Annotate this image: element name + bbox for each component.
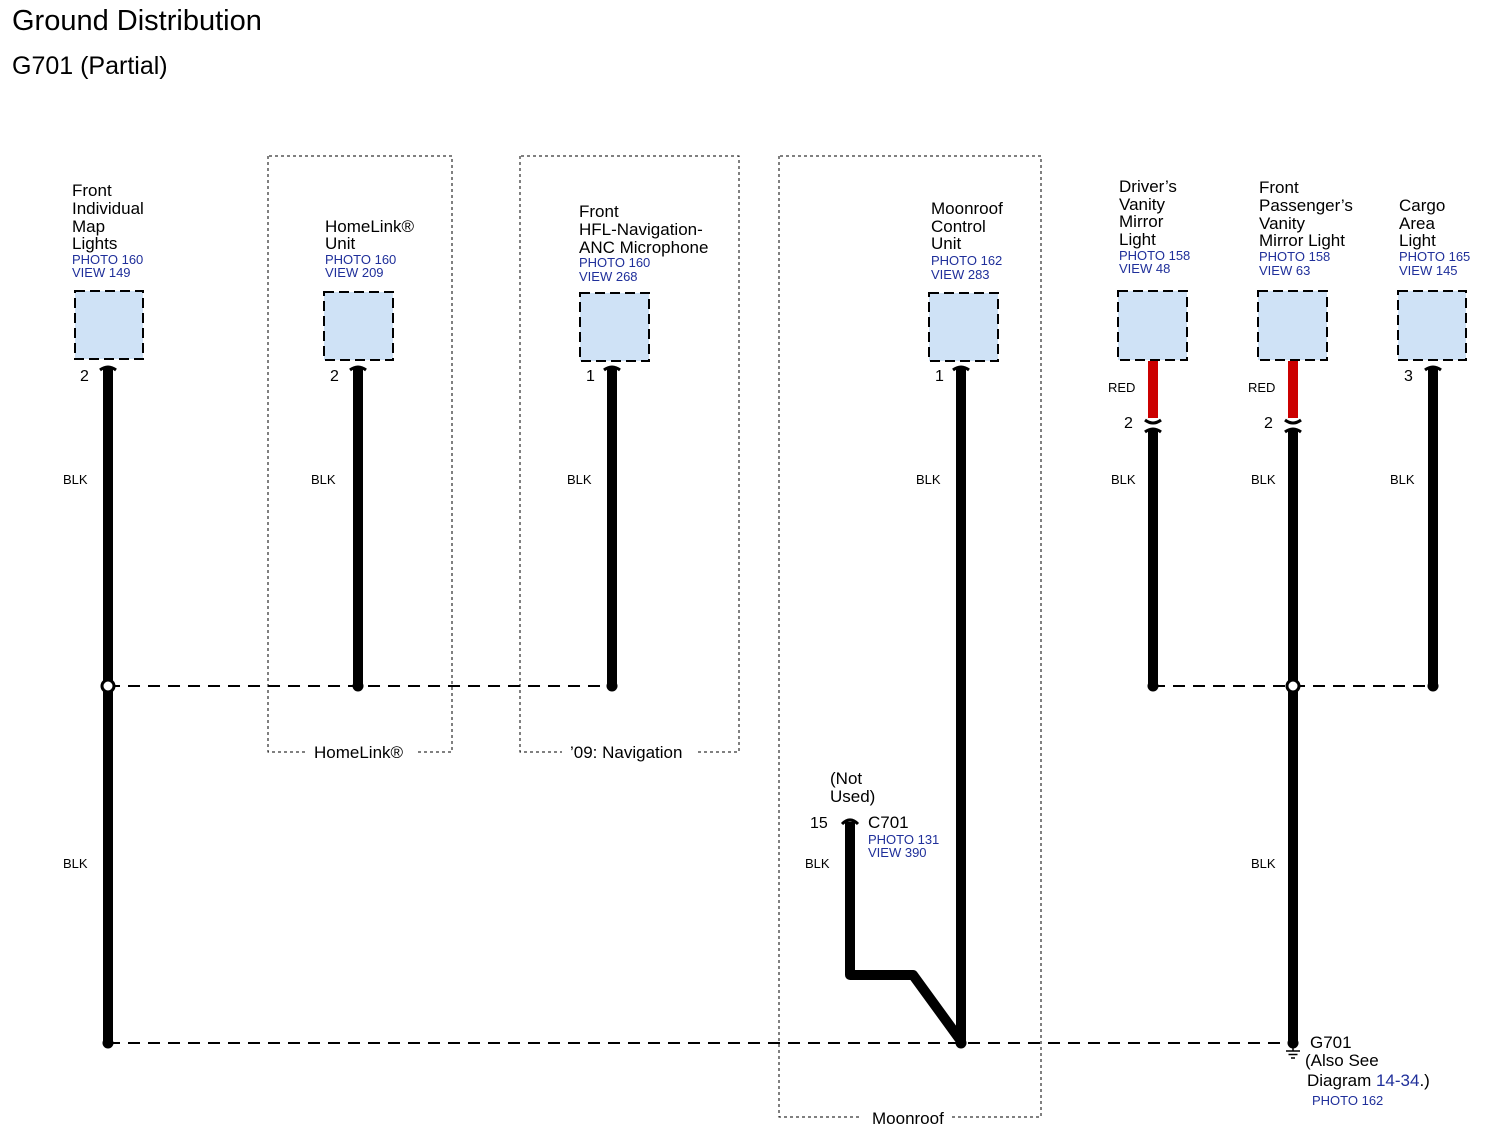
wire-color-label: BLK bbox=[916, 472, 941, 487]
view-ref: VIEW 209 bbox=[325, 265, 384, 280]
option-box-moonroof: Moonroof bbox=[778, 155, 1042, 1128]
view-ref: VIEW 145 bbox=[1399, 263, 1458, 278]
ground-note-line2: Diagram 14-34.) bbox=[1307, 1071, 1430, 1090]
component-name-map-lights: Front Individual Map Lights bbox=[72, 181, 149, 253]
connector-terminal-lower bbox=[1284, 427, 1302, 434]
diagram-link[interactable]: 14-34 bbox=[1376, 1071, 1419, 1090]
splice-dot bbox=[1287, 1037, 1299, 1049]
ground-name: G701 bbox=[1310, 1033, 1352, 1052]
connector-terminal bbox=[952, 365, 970, 372]
pin-number: 1 bbox=[935, 368, 944, 385]
component-map-lights: Front Individual Map Lights PHOTO 160 VI… bbox=[63, 181, 149, 686]
component-box bbox=[1397, 290, 1467, 361]
connector-terminal-lower bbox=[1144, 427, 1162, 434]
photo-ref: PHOTO 158 bbox=[1119, 248, 1190, 263]
splice-dot bbox=[606, 680, 618, 692]
wire-color-label: BLK bbox=[311, 472, 336, 487]
component-moonroof-control-unit: Moonroof Control Unit PHOTO 162 VIEW 283… bbox=[916, 199, 1008, 1043]
connector-note: (Not Used) bbox=[830, 769, 875, 806]
splice-dot bbox=[352, 680, 364, 692]
ground-icon bbox=[1286, 1046, 1300, 1059]
component-box bbox=[1257, 290, 1328, 361]
component-name-homelink: HomeLink® Unit bbox=[325, 217, 419, 253]
photo-ref: PHOTO 160 bbox=[579, 255, 650, 270]
component-box bbox=[323, 291, 394, 361]
connector-terminal bbox=[840, 818, 860, 826]
splice-dot bbox=[1147, 680, 1159, 692]
wire-color-label-lower-right: BLK bbox=[1251, 856, 1276, 871]
connector-terminal-upper bbox=[1144, 418, 1162, 425]
component-name-passenger-vanity: Front Passenger’s Vanity Mirror Light bbox=[1259, 178, 1358, 250]
photo-ref: PHOTO 131 bbox=[868, 832, 939, 847]
view-ref: VIEW 63 bbox=[1259, 263, 1310, 278]
view-ref: VIEW 149 bbox=[72, 265, 131, 280]
wire-color-label-lower-left: BLK bbox=[63, 856, 88, 871]
option-label-navigation: ’09: Navigation bbox=[570, 743, 682, 762]
pin-number: 1 bbox=[586, 368, 595, 385]
view-ref: VIEW 390 bbox=[868, 845, 927, 860]
component-driver-vanity-light: Driver’s Vanity Mirror Light PHOTO 158 V… bbox=[1108, 177, 1190, 686]
ground-g701: G701 (Also See Diagram 14-34.) PHOTO 162 bbox=[1286, 1033, 1430, 1108]
photo-ref: PHOTO 160 bbox=[72, 252, 143, 267]
splice-dot bbox=[100, 678, 116, 694]
photo-ref: PHOTO 165 bbox=[1399, 249, 1470, 264]
component-name-microphone: Front HFL-Navigation- ANC Microphone bbox=[579, 202, 708, 257]
wire-color-label-top: RED bbox=[1248, 380, 1275, 395]
component-passenger-vanity-light: Front Passenger’s Vanity Mirror Light PH… bbox=[1248, 178, 1358, 1043]
photo-ref: PHOTO 158 bbox=[1259, 249, 1330, 264]
component-cargo-area-light: Cargo Area Light PHOTO 165 VIEW 145 3 BL… bbox=[1390, 196, 1470, 686]
photo-ref: PHOTO 160 bbox=[325, 252, 396, 267]
view-ref: VIEW 268 bbox=[579, 269, 638, 284]
pin-number: 2 bbox=[1124, 415, 1133, 432]
connector-terminal bbox=[603, 365, 621, 372]
component-box bbox=[579, 292, 650, 362]
photo-ref: PHOTO 162 bbox=[931, 253, 1002, 268]
connector-name: C701 bbox=[868, 813, 909, 832]
component-box bbox=[1117, 290, 1188, 361]
component-name-cargo-light: Cargo Area Light bbox=[1399, 196, 1450, 250]
wire-color-label: BLK bbox=[63, 472, 88, 487]
wire-color-label: BLK bbox=[1390, 472, 1415, 487]
option-label-homelink: HomeLink® bbox=[314, 743, 404, 762]
page-subtitle: G701 (Partial) bbox=[12, 52, 168, 80]
splice-dot bbox=[102, 1037, 114, 1049]
connector-c701: (Not Used) 15 C701 PHOTO 131 VIEW 390 BL… bbox=[805, 769, 966, 1044]
view-ref: VIEW 48 bbox=[1119, 261, 1170, 276]
component-box bbox=[928, 292, 999, 362]
wire-color-label-top: RED bbox=[1108, 380, 1135, 395]
photo-ref: PHOTO 162 bbox=[1312, 1093, 1383, 1108]
wire-color-label: BLK bbox=[1111, 472, 1136, 487]
wire-color-label: BLK bbox=[567, 472, 592, 487]
pin-number: 2 bbox=[1264, 415, 1273, 432]
page-title: Ground Distribution bbox=[12, 5, 262, 37]
wire-color-label: BLK bbox=[1251, 472, 1276, 487]
component-name-driver-vanity: Driver’s Vanity Mirror Light bbox=[1119, 177, 1182, 249]
splice-dot bbox=[1427, 680, 1439, 692]
splice-dot bbox=[1285, 678, 1301, 694]
option-box-homelink: HomeLink® bbox=[267, 155, 453, 762]
connector-terminal bbox=[99, 365, 117, 372]
option-box-navigation: ’09: Navigation bbox=[519, 155, 740, 762]
pin-number: 2 bbox=[80, 368, 89, 385]
view-ref: VIEW 283 bbox=[931, 267, 990, 282]
connector-pin: 15 bbox=[810, 815, 828, 832]
component-homelink: HomeLink® Unit PHOTO 160 VIEW 209 2 BLK bbox=[311, 217, 419, 686]
component-box bbox=[74, 290, 144, 360]
pin-number: 2 bbox=[330, 368, 339, 385]
wire-blk-c701 bbox=[845, 822, 966, 1044]
pin-number: 3 bbox=[1404, 368, 1413, 385]
component-name-moonroof-unit: Moonroof Control Unit bbox=[931, 199, 1008, 253]
component-microphone: Front HFL-Navigation- ANC Microphone PHO… bbox=[567, 202, 708, 686]
splice-dot bbox=[955, 1037, 967, 1049]
splice-dots bbox=[100, 678, 1439, 1049]
wire-color-label: BLK bbox=[805, 856, 830, 871]
connector-terminal bbox=[1424, 365, 1442, 372]
option-label-moonroof: Moonroof bbox=[872, 1109, 944, 1128]
connector-terminal-upper bbox=[1284, 418, 1302, 425]
connector-terminal bbox=[349, 365, 367, 372]
ground-note-line1: (Also See bbox=[1305, 1051, 1379, 1070]
